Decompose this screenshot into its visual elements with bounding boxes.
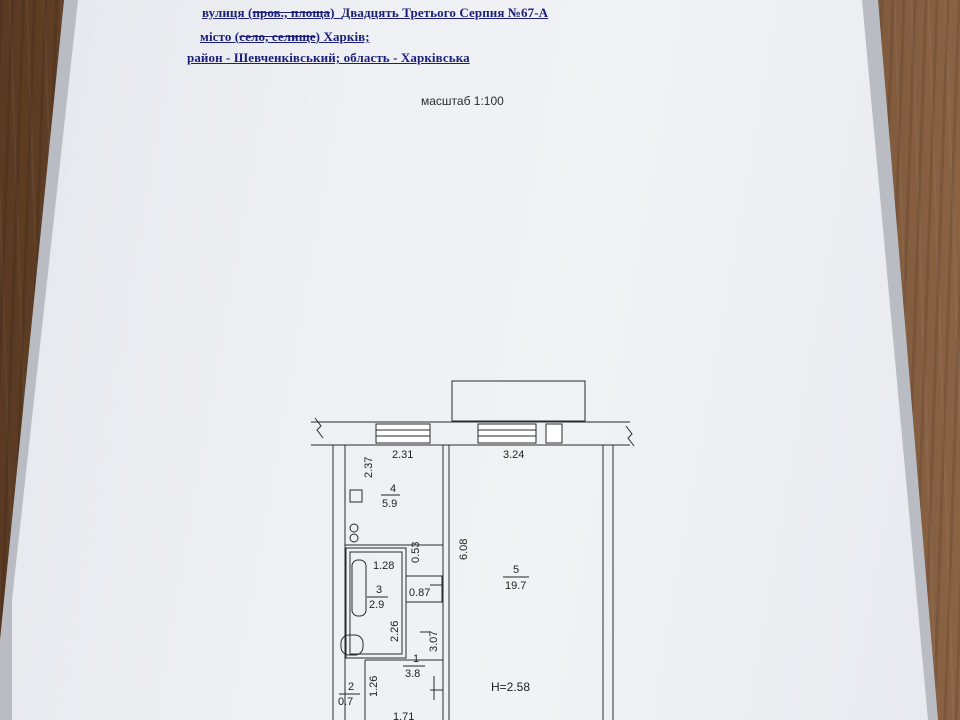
scale-label: масштаб 1:100: [421, 94, 504, 108]
address-street-line: вулиця (пров., площа) Двадцять Третього …: [202, 5, 548, 21]
city-label-prefix: місто (: [200, 29, 240, 44]
svg-text:3.8: 3.8: [405, 668, 420, 680]
kitchen-stove: [349, 489, 363, 503]
address-region-line: район - Шевченківський; область - Харків…: [187, 50, 470, 66]
bathtub: [351, 559, 367, 617]
room-5-label: 5 19.7: [503, 564, 529, 592]
dim-top-right-width: 3.24: [503, 449, 524, 461]
street-label-prefix: вулиця (: [202, 5, 253, 20]
svg-text:5: 5: [513, 564, 519, 576]
city-label-close: ): [315, 29, 321, 44]
street-label-struck: пров., площа: [252, 5, 331, 20]
street-label-close: ): [330, 5, 335, 20]
dim-bath-height: 2.26: [389, 621, 401, 642]
svg-text:19.7: 19.7: [505, 580, 526, 592]
svg-text:4: 4: [390, 483, 396, 495]
window-left: [375, 423, 431, 444]
dim-bath-side: 0.87: [409, 587, 430, 599]
balcony-outline: [451, 380, 586, 422]
dim-bottom-width: 1.71: [393, 711, 414, 720]
svg-text:5.9: 5.9: [382, 498, 397, 510]
dim-top-left-width: 2.31: [392, 449, 413, 461]
balcony-door: [545, 423, 563, 444]
bathroom-inner: [349, 551, 403, 655]
closet-box: [405, 575, 443, 603]
ceiling-height-label: H=2.58: [491, 680, 530, 694]
dim-room2-height: 1.26: [368, 676, 380, 697]
svg-text:2.9: 2.9: [369, 599, 384, 611]
room-3-label: 3 2.9: [367, 584, 388, 611]
dim-corridor-height: 6.08: [458, 539, 470, 560]
room-4-label: 4 5.9: [381, 483, 400, 510]
dim-hall-height: 3.07: [428, 631, 440, 652]
svg-text:3: 3: [376, 584, 382, 596]
svg-text:0.7: 0.7: [338, 696, 353, 708]
region-text: район - Шевченківський; область - Харків…: [187, 50, 470, 65]
svg-text:2: 2: [348, 681, 354, 693]
toilet: [340, 634, 364, 656]
bathroom-wall: [345, 547, 407, 659]
dim-room4-height: 2.37: [363, 457, 375, 478]
city-label-struck: село, селище: [239, 29, 316, 44]
svg-text:1: 1: [413, 653, 419, 665]
address-city-line: місто (село, селище) Харків;: [200, 29, 370, 45]
street-value: Двадцять Третього Серпня №67-А: [341, 5, 549, 20]
window-right: [477, 423, 537, 444]
dim-small-width: 1.28: [373, 560, 394, 572]
break-mark-left: [314, 417, 324, 439]
city-value: Харків;: [323, 29, 370, 44]
break-mark-right: [625, 425, 635, 447]
room-2-label: 2 0.7: [338, 681, 360, 708]
dim-small-height: 0.53: [410, 542, 422, 563]
room-1-label: 1 3.8: [403, 653, 425, 680]
